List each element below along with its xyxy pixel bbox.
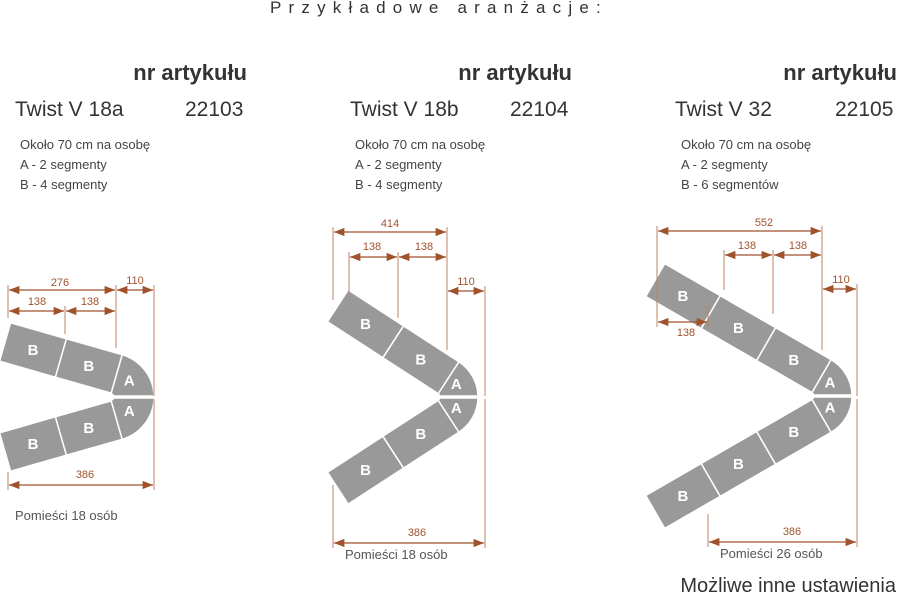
dim-segment: 138 — [738, 240, 756, 252]
segment-label: B — [28, 342, 39, 359]
capacity-caption: Pomieści 18 osób — [345, 547, 448, 562]
desc-line: Około 70 cm na osobę — [681, 137, 812, 152]
segment-label: A — [451, 400, 462, 417]
dim-segment: 138 — [28, 296, 46, 308]
segment-label: B — [678, 288, 689, 305]
dimensions-diagram-2: 414 138 138 110 386 — [332, 218, 486, 548]
segment-label: B — [415, 352, 426, 369]
model-name: Twist V 32 — [675, 98, 772, 121]
segment-label: B — [360, 316, 371, 333]
segment-b — [644, 462, 722, 530]
desc-line: B - 4 segmenty — [355, 177, 443, 192]
segment-label: A — [825, 399, 836, 416]
segment-label: B — [415, 426, 426, 443]
segment-label: A — [124, 373, 135, 390]
segment-label: B — [678, 488, 689, 505]
desc-line: Około 70 cm na osobę — [355, 137, 486, 152]
segment-label: A — [124, 403, 135, 420]
segment-label: A — [825, 374, 836, 391]
segment-label: B — [83, 420, 94, 437]
segment-b — [326, 435, 405, 506]
product-description: Około 70 cm na osobę A - 2 segmenty B - … — [681, 135, 811, 195]
segment-label: B — [360, 462, 371, 479]
capacity-caption: Pomieści 18 osób — [15, 508, 118, 523]
segment-label: A — [451, 376, 462, 393]
dim-total: 414 — [381, 218, 399, 230]
segment-b — [326, 288, 405, 359]
product-description: Około 70 cm na osobę A - 2 segmenty B - … — [20, 135, 150, 195]
article-number: 22104 — [510, 98, 569, 121]
footer-note: Możliwe inne ustawienia — [680, 575, 896, 597]
dim-bottom: 386 — [783, 526, 801, 538]
dim-segment: 138 — [363, 241, 381, 253]
desc-line: Około 70 cm na osobę — [20, 137, 151, 152]
dimensions-diagram-1: 276 110 138 138 386 — [7, 275, 155, 490]
model-name: Twist V 18a — [15, 98, 124, 121]
segment-b — [644, 262, 722, 330]
article-number-label: nr artykułu — [133, 60, 247, 85]
article-number: 22103 — [185, 98, 244, 121]
segment-label: B — [83, 358, 94, 375]
dim-segment: 138 — [81, 296, 99, 308]
dim-segment: 138 — [789, 240, 807, 252]
dim-bottom: 386 — [76, 469, 94, 481]
dim-total: 552 — [755, 217, 773, 229]
dim-depth: 110 — [832, 274, 850, 286]
dim-segment: 138 — [415, 241, 433, 253]
dim-depth: 110 — [126, 275, 144, 287]
desc-line: B - 6 segmentów — [681, 177, 779, 192]
dim-total: 276 — [51, 277, 69, 289]
model-name: Twist V 18b — [350, 98, 459, 121]
desc-line: A - 2 segmenty — [681, 157, 768, 172]
segment-label: B — [733, 320, 744, 337]
desc-line: A - 2 segmenty — [355, 157, 442, 172]
segment-b — [0, 321, 68, 379]
segment-label: B — [733, 456, 744, 473]
dim-segment: 138 — [677, 327, 695, 339]
dim-depth: 110 — [457, 276, 475, 288]
desc-line: A - 2 segmenty — [20, 157, 107, 172]
article-number-label: nr artykułu — [783, 60, 897, 85]
segment-label: B — [28, 436, 39, 453]
article-number-label: nr artykułu — [458, 60, 572, 85]
article-number: 22105 — [835, 98, 894, 121]
capacity-caption: Pomieści 26 osób — [720, 546, 823, 561]
dimensions-diagram-3: 552 138 138 138 110 386 — [656, 217, 858, 547]
desc-line: B - 4 segmenty — [20, 177, 108, 192]
segments-layer: A B B A B B A B B A B B A B B B A B B B — [0, 262, 853, 530]
segment-label: B — [788, 352, 799, 369]
segment-label: B — [788, 424, 799, 441]
page-title: Przykładowe aranżacje: — [270, 0, 608, 17]
dim-bottom: 386 — [408, 527, 426, 539]
product-description: Około 70 cm na osobę A - 2 segmenty B - … — [355, 135, 485, 195]
segment-b — [0, 415, 68, 473]
